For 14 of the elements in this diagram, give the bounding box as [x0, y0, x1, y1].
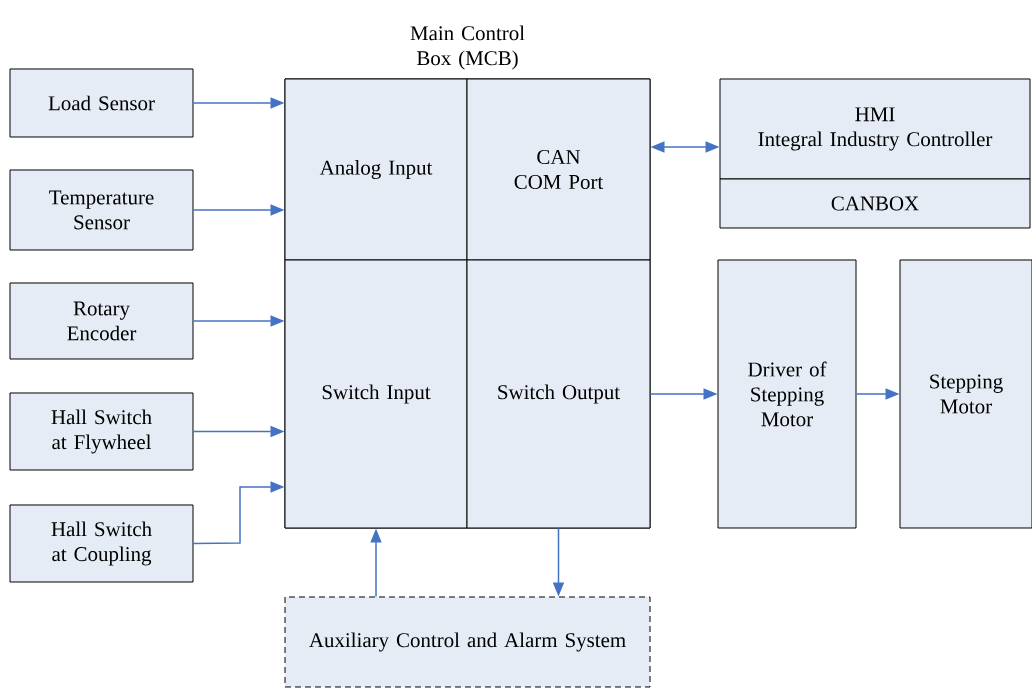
auxiliary-system-box: Auxiliary Control and Alarm System [284, 596, 651, 688]
module-box: CAN COM Port [466, 78, 651, 261]
sensor-box: Rotary Encoder [9, 282, 194, 360]
sensor-box: Load Sensor [9, 68, 194, 138]
module-box: Analog Input [284, 78, 468, 261]
driver-box: Driver of Stepping Motor [717, 259, 857, 529]
motor-box: Stepping Motor [899, 259, 1032, 529]
node-label: Main Control Box (MCB) [410, 25, 525, 70]
sensor-box: Hall Switch at Coupling [9, 504, 194, 583]
sensor-box: Temperature Sensor [9, 169, 194, 251]
module-box: Switch Input [284, 259, 468, 529]
canbox-box: CANBOX [719, 178, 1031, 229]
sensor-box: Hall Switch at Flywheel [9, 392, 194, 471]
module-box: Switch Output [466, 259, 651, 529]
